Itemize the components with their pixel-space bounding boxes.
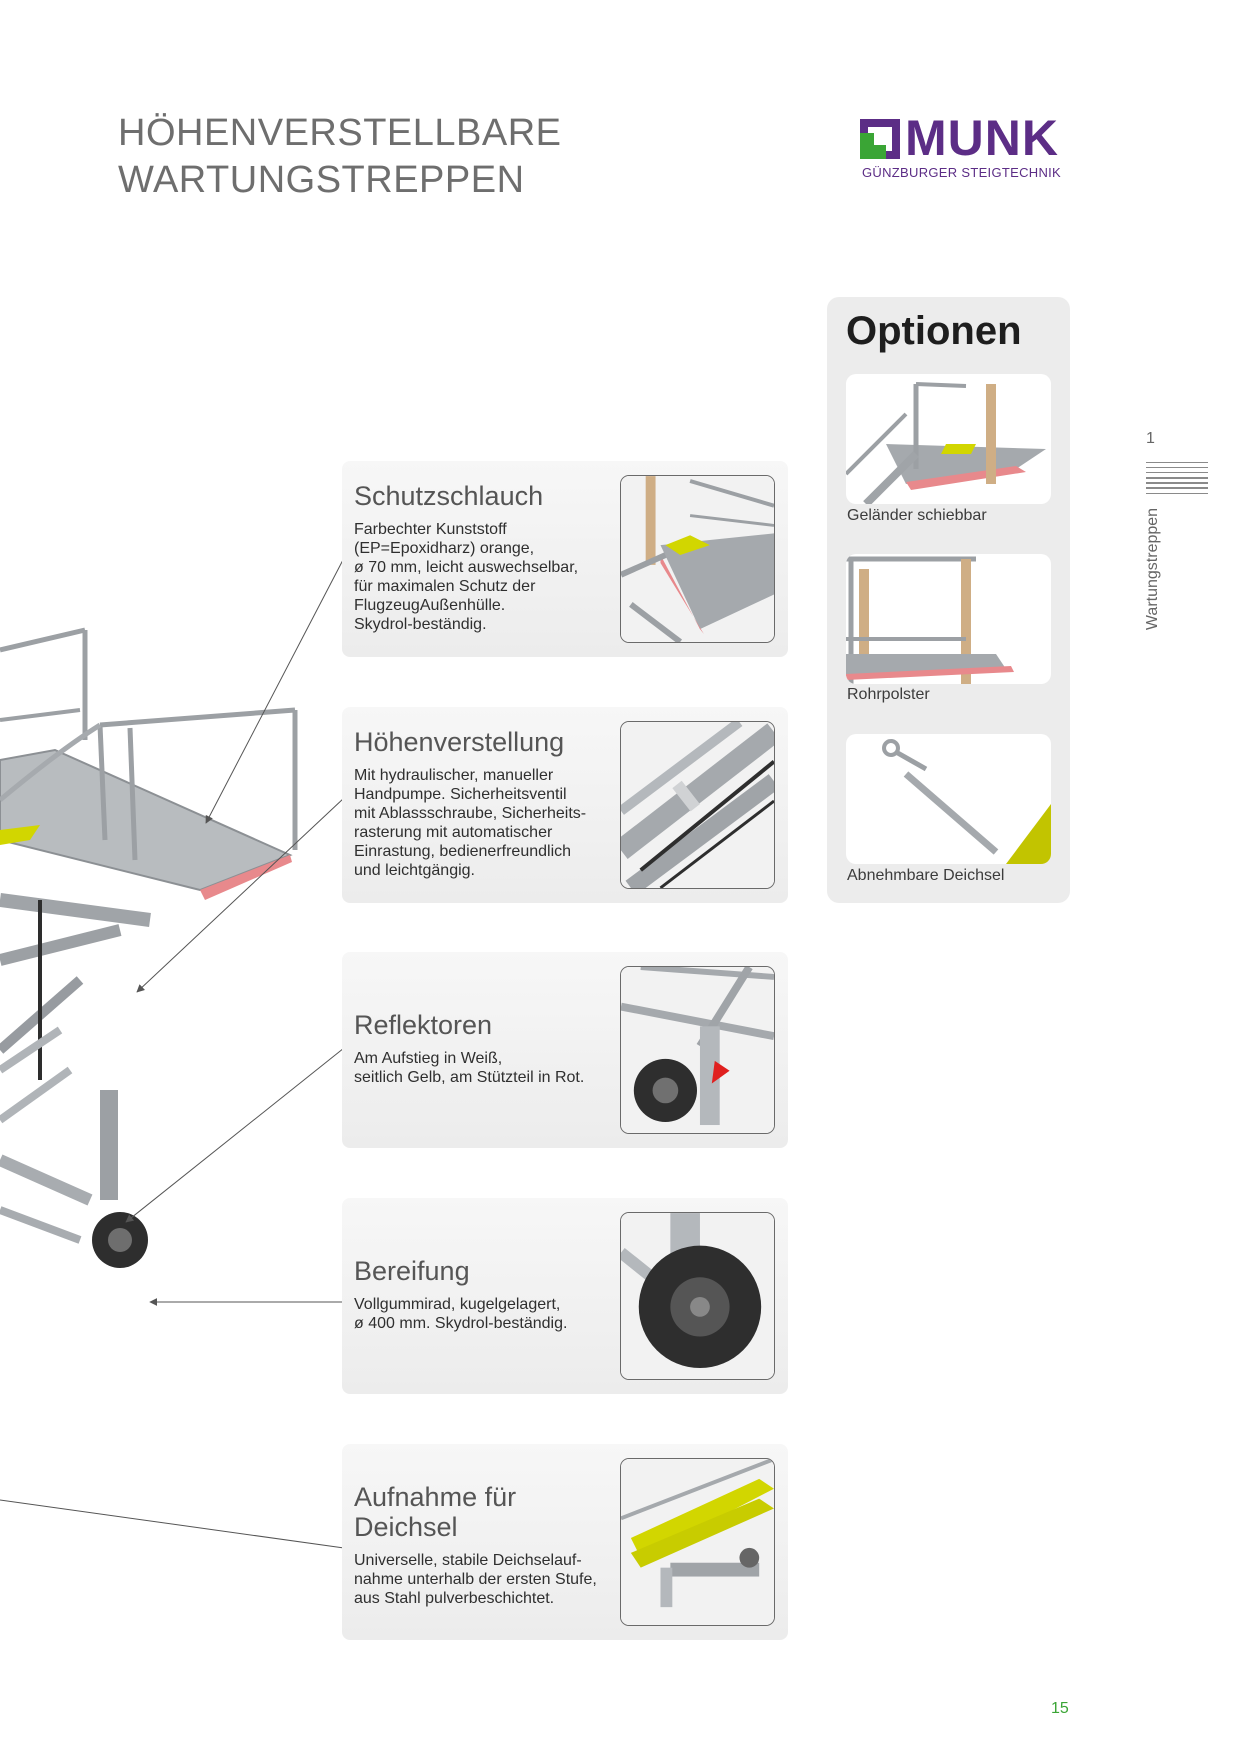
chapter-number: 1 (1146, 430, 1155, 447)
feature-title: Höhenverstellung (354, 727, 565, 757)
maintenance-stair-illustration (0, 627, 298, 1268)
feature-text: Am Aufstieg in Weiß, seitlich Gelb, am S… (354, 1050, 585, 1086)
feature-text: Mit hydraulischer, manueller Handpumpe. … (354, 767, 587, 879)
tyres-image (620, 1212, 775, 1380)
drawbar-mount-image (620, 1458, 775, 1626)
logo-wordmark: MUNK (905, 110, 1059, 166)
page-title-line1: HÖHENVERSTELLBARE (118, 112, 562, 154)
munk-logo-mark-icon (860, 119, 900, 159)
feature-title: Bereifung (354, 1256, 470, 1286)
chapter-lines-icon (1146, 462, 1208, 498)
feature-card-bereifung: Bereifung Vollgummirad, kugelgelagert, ø… (342, 1198, 788, 1394)
feature-title: Aufnahme für Deichsel (354, 1482, 517, 1542)
sliding-railing-image (846, 374, 1051, 504)
feature-text: Vollgummirad, kugelgelagert, ø 400 mm. S… (354, 1296, 568, 1332)
reflectors-image (620, 966, 775, 1134)
feature-card-hoehenverstellung: Höhenverstellung Mit hydraulischer, manu… (342, 707, 788, 903)
feature-card-aufnahme-deichsel: Aufnahme für Deichsel Universelle, stabi… (342, 1444, 788, 1640)
pipe-padding-image (846, 554, 1051, 684)
feature-text: Farbechter Kunststoff (EP=Epoxidharz) or… (354, 521, 579, 633)
page-number: 15 (1051, 1700, 1069, 1717)
options-title: Optionen (846, 309, 1022, 353)
feature-card-reflektoren: Reflektoren Am Aufstieg in Weiß, seitlic… (342, 952, 788, 1148)
removable-drawbar-image (846, 734, 1051, 864)
height-adjustment-image (620, 721, 775, 889)
option-caption: Geländer schiebbar (847, 507, 987, 524)
protective-hose-image (620, 475, 775, 643)
option-caption: Rohrpolster (847, 686, 930, 703)
feature-card-schutzschlauch: Schutzschlauch Farbechter Kunststoff (EP… (342, 461, 788, 657)
option-caption: Abnehmbare Deichsel (847, 867, 1005, 884)
munk-logo: MUNK GÜNZBURGER STEIGTECHNIK (860, 111, 1070, 183)
page-title-line2: WARTUNGSTREPPEN (118, 159, 525, 201)
options-panel: Optionen Geländer schiebbar Rohrpolster (827, 297, 1070, 903)
page-title: HÖHENVERSTELLBARE WARTUNGSTREPPEN (118, 110, 562, 204)
feature-title: Schutzschlauch (354, 481, 544, 511)
feature-text: Universelle, stabile Deichselauf- nahme … (354, 1552, 597, 1607)
feature-title: Reflektoren (354, 1010, 493, 1040)
chapter-label: Wartungstreppen (1144, 507, 1161, 631)
logo-tagline: GÜNZBURGER STEIGTECHNIK (862, 165, 1062, 180)
